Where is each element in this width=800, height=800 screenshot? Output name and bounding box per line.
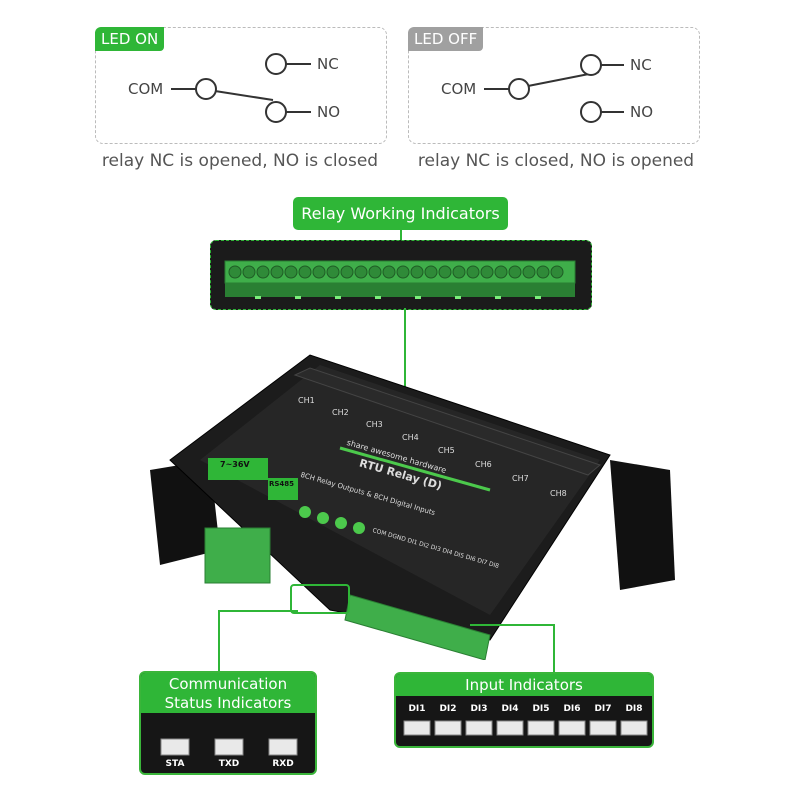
comm-status-title-2: Status Indicators — [164, 694, 292, 712]
device-ch3: CH3 — [366, 420, 383, 429]
input-led-di2: DI2 — [439, 704, 457, 714]
device-ch2: CH2 — [332, 408, 349, 417]
input-led-di8: DI8 — [625, 704, 643, 714]
device-ch6: CH6 — [475, 460, 492, 469]
led-on-com-label: COM — [128, 80, 164, 98]
relay-module-image — [150, 354, 675, 661]
comm-led-rxd: RXD — [272, 759, 294, 769]
input-indicators-title: Input Indicators — [465, 676, 583, 694]
device-bus-label: RS485 — [269, 480, 295, 488]
input-led-di7: DI7 — [594, 704, 612, 714]
led-off-caption: relay NC is closed, NO is opened — [417, 151, 695, 171]
input-led-di5: DI5 — [532, 704, 550, 714]
comm-led-txd: TXD — [218, 759, 240, 769]
comm-led-sta: STA — [165, 759, 185, 769]
input-connector-v — [553, 624, 555, 672]
device-ch8: CH8 — [550, 489, 567, 498]
led-on-nc-label: NC — [317, 55, 339, 73]
comm-status-callout: Communication Status Indicators — [141, 673, 315, 713]
led-on-switch-diagram — [171, 53, 311, 123]
led-on-no-label: NO — [317, 103, 341, 121]
device-power-label: 7~36V — [220, 460, 250, 469]
relay-module-photo: CH1 CH2 CH3 CH4 CH5 CH6 CH7 CH8 share aw… — [130, 340, 690, 661]
terminal-strip-image — [224, 260, 576, 299]
input-connector-h — [470, 624, 555, 626]
device-ch4: CH4 — [402, 433, 419, 442]
terminal-strip-zoom — [210, 240, 592, 310]
comm-led-icons — [160, 738, 298, 756]
device-ch5: CH5 — [438, 446, 455, 455]
input-led-di4: DI4 — [501, 704, 519, 714]
led-off-panel: LED OFF COM NC NO — [408, 27, 700, 144]
device-ch7: CH7 — [512, 474, 529, 483]
device-ch1: CH1 — [298, 396, 315, 405]
comm-status-panel: Communication Status Indicators STA TXD … — [139, 671, 317, 775]
led-off-no-label: NO — [630, 103, 654, 121]
relay-working-callout: Relay Working Indicators — [293, 197, 508, 230]
input-led-di1: DI1 — [408, 704, 426, 714]
input-indicators-callout: Input Indicators — [396, 674, 652, 696]
led-on-tag: LED ON — [95, 27, 165, 51]
led-off-nc-label: NC — [630, 56, 652, 74]
comm-led-highlight — [290, 584, 350, 614]
led-on-caption: relay NC is opened, NO is closed — [101, 151, 379, 171]
comm-connector-h — [218, 610, 298, 612]
input-indicators-panel: Input Indicators DI1 DI2 DI3 DI4 DI5 DI6… — [394, 672, 654, 748]
relay-callout-connector — [400, 230, 402, 240]
input-led-di3: DI3 — [470, 704, 488, 714]
relay-zoom-pointer — [404, 308, 406, 418]
input-led-di6: DI6 — [563, 704, 581, 714]
led-off-com-label: COM — [441, 80, 477, 98]
led-off-tag: LED OFF — [408, 27, 484, 51]
comm-status-title-1: Communication — [168, 675, 288, 693]
led-on-panel: LED ON COM NC NO — [95, 27, 387, 144]
input-led-icons — [403, 720, 648, 736]
comm-connector-v — [218, 610, 220, 672]
relay-working-title: Relay Working Indicators — [301, 204, 500, 223]
led-off-switch-diagram — [484, 54, 624, 123]
